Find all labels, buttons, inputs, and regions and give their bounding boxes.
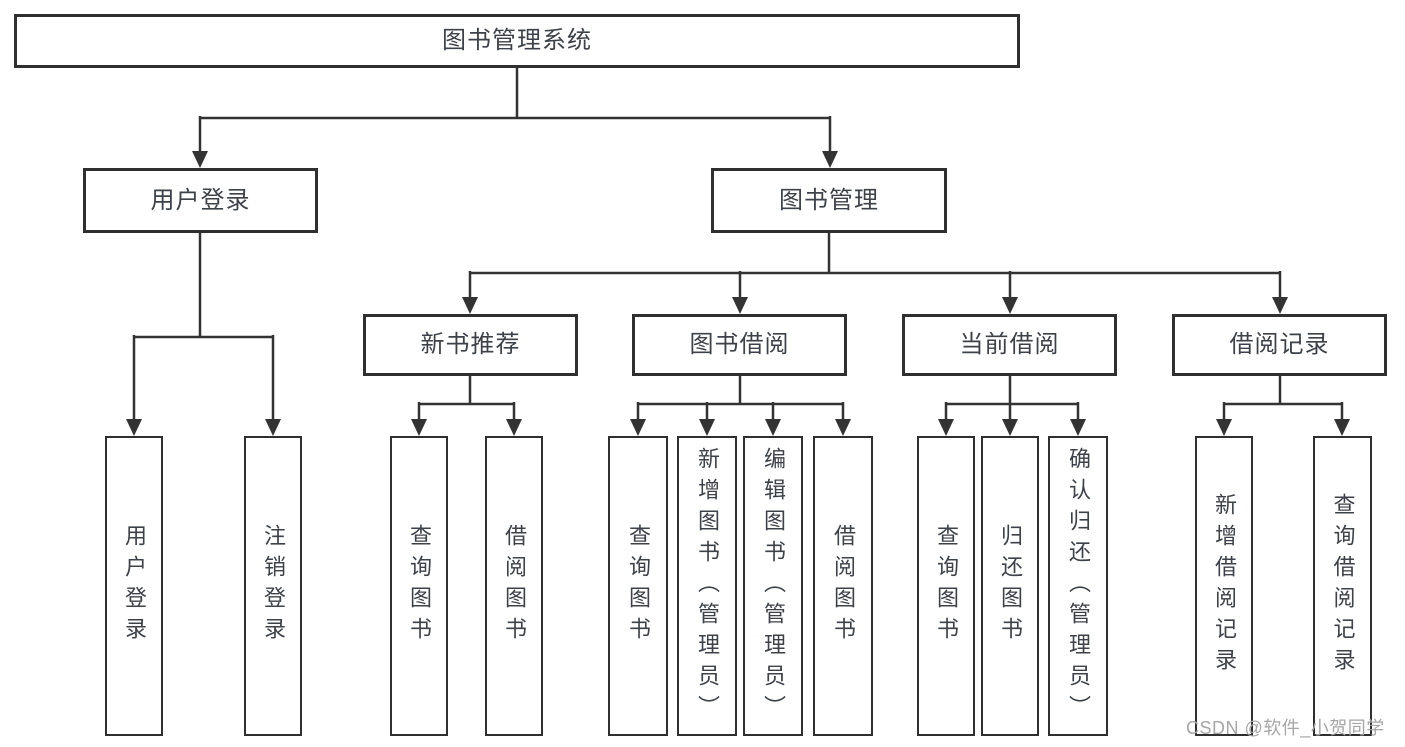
leaf-borrow-books-1: 借阅图书: [485, 436, 543, 736]
connector-new-book-rec-split: [411, 375, 522, 436]
watermark: CSDN @软件_小贺同学: [1186, 718, 1385, 738]
arrowhead-icon: [1002, 419, 1018, 436]
node-book-borrow: 图书借阅: [632, 314, 847, 376]
leaf-query-books-1: 查询图书: [390, 436, 448, 736]
leaf-query-books-3: 查询图书: [917, 436, 975, 736]
arrowhead-icon: [126, 419, 142, 436]
node-root: 图书管理系统: [14, 14, 1020, 68]
connector-current-borrow-split: [938, 375, 1086, 436]
arrowhead-icon: [192, 151, 208, 168]
leaf-return-books: 归还图书: [981, 436, 1039, 736]
arrowhead-icon: [462, 297, 478, 314]
arrowhead-icon: [1070, 419, 1086, 436]
arrowhead-icon: [411, 419, 427, 436]
arrowhead-icon: [822, 151, 838, 168]
arrowhead-icon: [835, 419, 851, 436]
leaf-query-books-2: 查询图书: [608, 436, 668, 736]
node-current-borrow: 当前借阅: [902, 314, 1117, 376]
connector-borrow-record-split: [1216, 375, 1350, 436]
arrowhead-icon: [699, 419, 715, 436]
node-new-book-rec: 新书推荐: [363, 314, 578, 376]
leaf-query-borrow-record: 查询借阅记录: [1313, 436, 1372, 736]
connector-user-login-split: [126, 232, 281, 436]
arrowhead-icon: [1216, 419, 1232, 436]
leaf-logout: 注销登录: [244, 436, 302, 736]
node-borrow-record: 借阅记录: [1172, 314, 1387, 376]
arrowhead-icon: [1002, 297, 1018, 314]
arrowhead-icon: [1272, 297, 1288, 314]
connector-root-to-level2: [192, 67, 838, 168]
leaf-add-borrow-record: 新增借阅记录: [1195, 436, 1253, 736]
leaf-confirm-return-admin: 确认归还（管理员）: [1048, 436, 1108, 736]
arrowhead-icon: [506, 419, 522, 436]
arrowhead-icon: [630, 419, 646, 436]
node-user-login: 用户登录: [83, 168, 318, 233]
leaf-add-book-admin: 新增图书（管理员）: [677, 436, 737, 736]
arrowhead-icon: [265, 419, 281, 436]
arrowhead-icon: [732, 297, 748, 314]
connector-book-management-split: [462, 232, 1288, 314]
arrowhead-icon: [765, 419, 781, 436]
leaf-borrow-books-2: 借阅图书: [813, 436, 873, 736]
node-book-management: 图书管理: [711, 168, 947, 233]
arrowhead-icon: [938, 419, 954, 436]
leaf-edit-book-admin: 编辑图书（管理员）: [743, 436, 803, 736]
arrowhead-icon: [1334, 419, 1350, 436]
leaf-user-login: 用户登录: [105, 436, 163, 736]
connector-book-borrow-split: [630, 375, 851, 436]
